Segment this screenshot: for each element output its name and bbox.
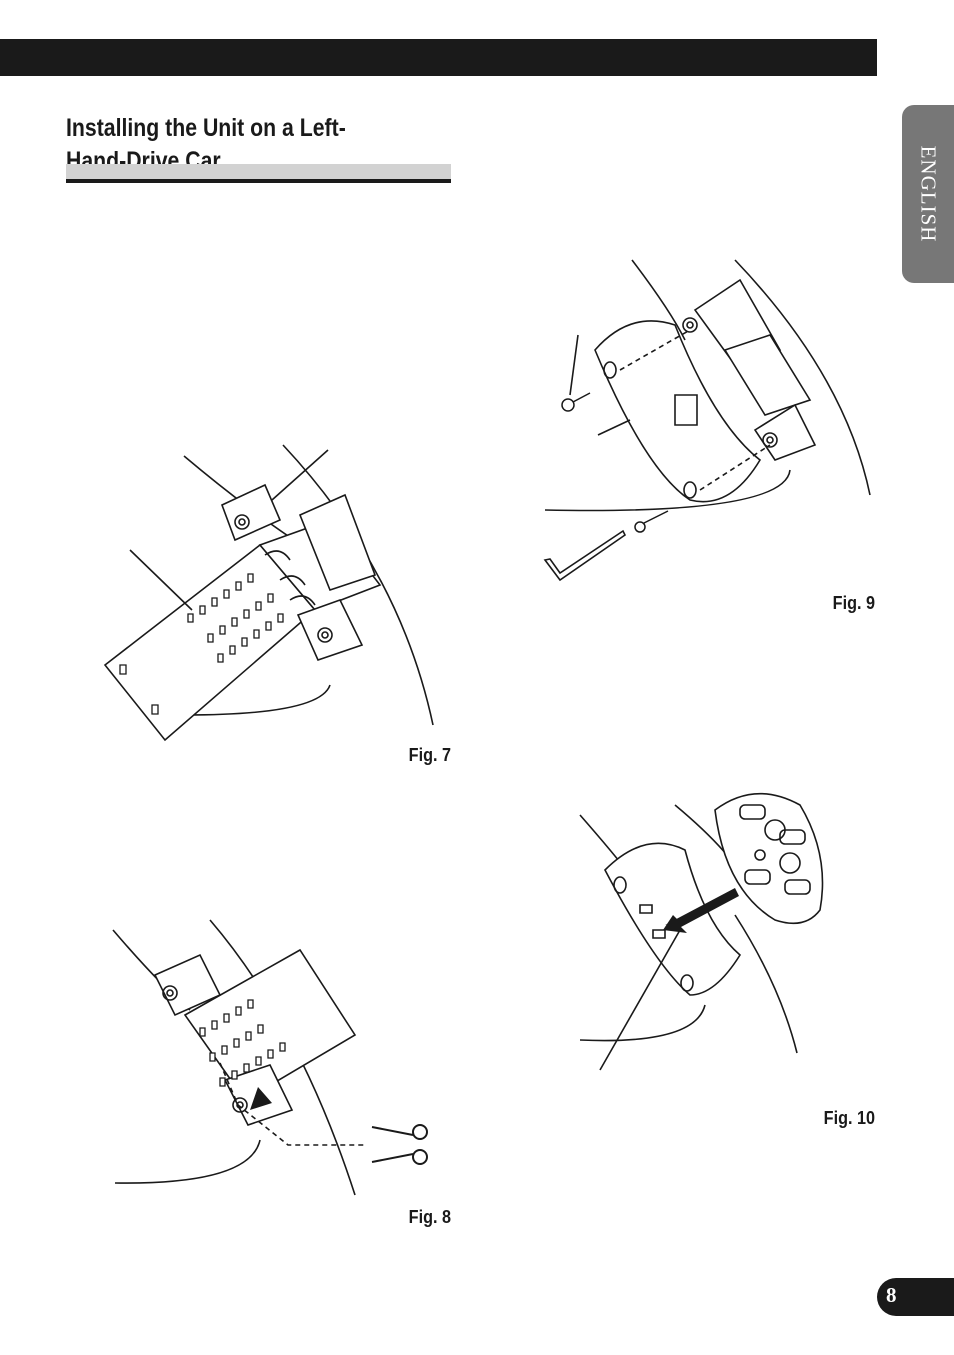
section-title: Installing the Unit on a Left-Hand-Drive… [66, 114, 346, 175]
figure-9-caption: Fig. 9 [832, 593, 875, 613]
figure-7-caption: Fig. 7 [408, 745, 451, 765]
figure-9-illustration [540, 255, 875, 585]
hex-key-icon [545, 531, 625, 580]
language-tab-label: ENGLISH [916, 145, 941, 243]
page-number: 8 [886, 1283, 897, 1307]
screw-icon [562, 393, 668, 532]
arrow-icon [663, 888, 739, 933]
arrow-icon [250, 1087, 272, 1110]
title-underline [66, 164, 451, 180]
figure-10-caption: Fig. 10 [823, 1108, 875, 1128]
title-rule [66, 179, 451, 183]
figure-10-illustration [575, 775, 835, 1075]
scissors-icon [372, 1125, 427, 1164]
figure-8-caption: Fig. 8 [408, 1207, 451, 1227]
header-bar [0, 39, 877, 76]
figure-8-illustration [110, 915, 440, 1200]
language-tab: ENGLISH [902, 105, 954, 283]
figure-7-illustration [100, 440, 445, 745]
page-number-badge: 8 [877, 1278, 954, 1316]
